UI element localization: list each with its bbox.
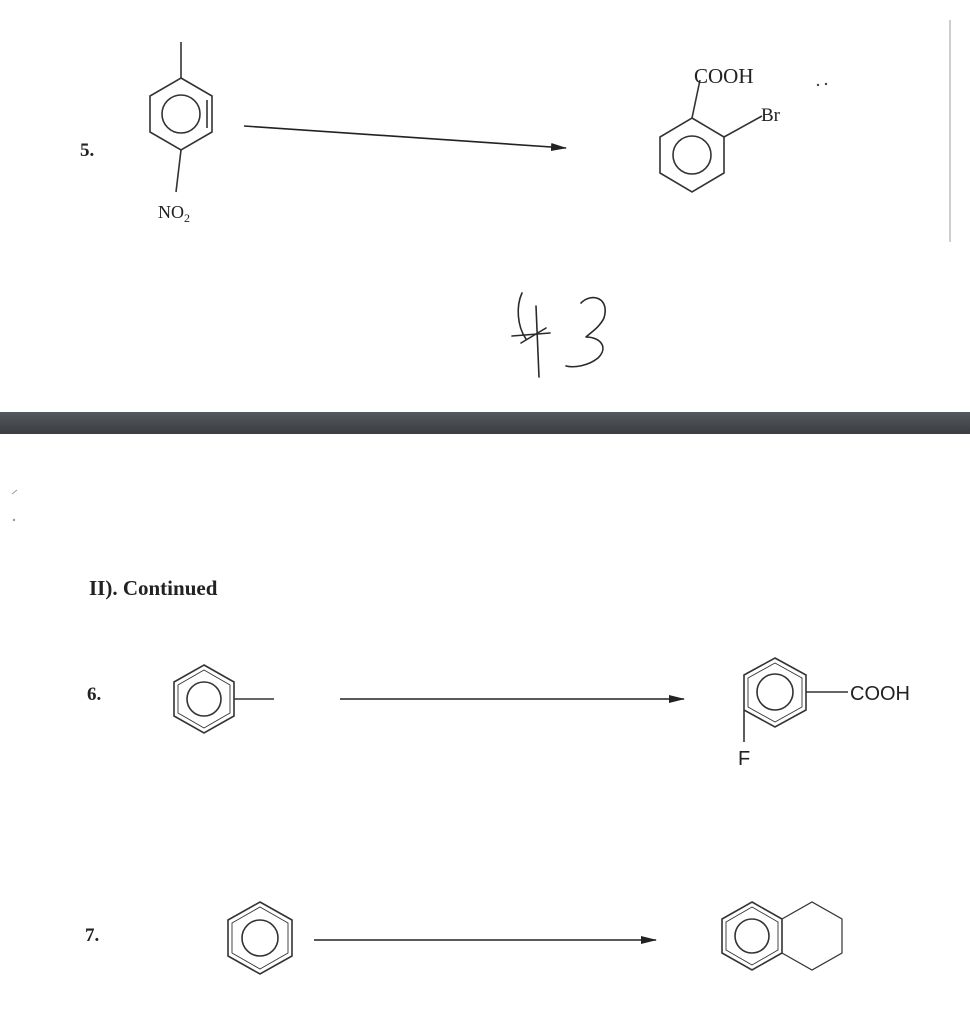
page-divider <box>0 412 970 434</box>
scan-edge-line <box>949 20 951 242</box>
problem-number-6: 6. <box>87 684 102 705</box>
page-bottom <box>0 434 970 1024</box>
page-top <box>0 0 970 412</box>
problem-number-7: 7. <box>85 925 100 946</box>
section-heading: II). Continued <box>89 576 218 600</box>
problem-number-5: 5. <box>80 140 95 161</box>
